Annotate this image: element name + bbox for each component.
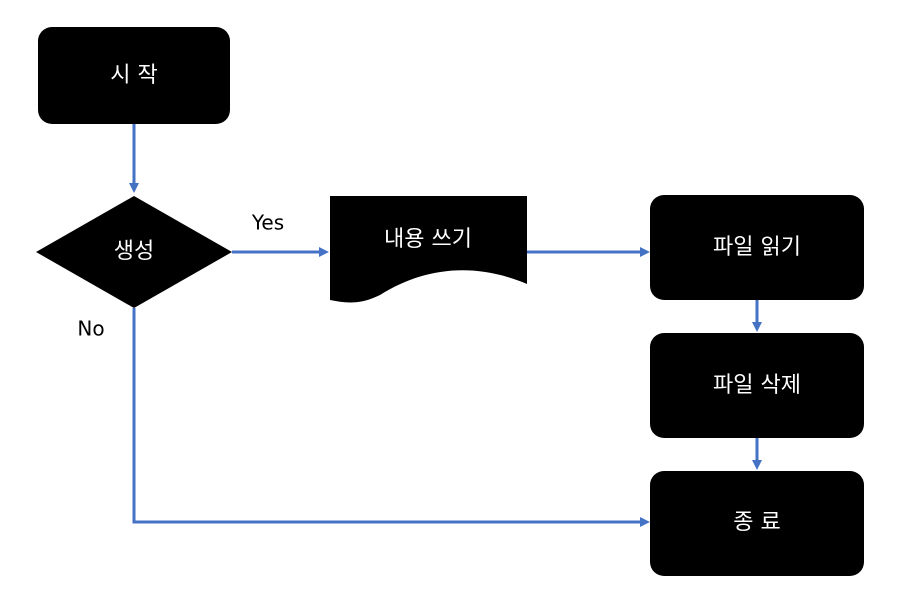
node-delete-label: 파일 삭제 — [713, 373, 801, 398]
node-start-label: 시 작 — [110, 63, 157, 88]
node-decision: 생성 — [36, 196, 232, 308]
node-read-label: 파일 읽기 — [713, 235, 801, 260]
connector-decision-to-end — [132, 308, 650, 527]
node-end: 종 료 — [650, 471, 864, 576]
node-read: 파일 읽기 — [650, 195, 864, 300]
node-decision-label: 생성 — [114, 239, 154, 264]
edge-label-yes: Yes — [251, 211, 284, 235]
edge-label-no: No — [77, 317, 104, 341]
node-start: 시 작 — [38, 27, 230, 124]
node-write-label: 내용 쓰기 — [384, 227, 472, 252]
node-write: 내용 쓰기 — [330, 196, 527, 303]
node-end-label: 종 료 — [733, 510, 780, 535]
node-delete: 파일 삭제 — [650, 333, 864, 438]
